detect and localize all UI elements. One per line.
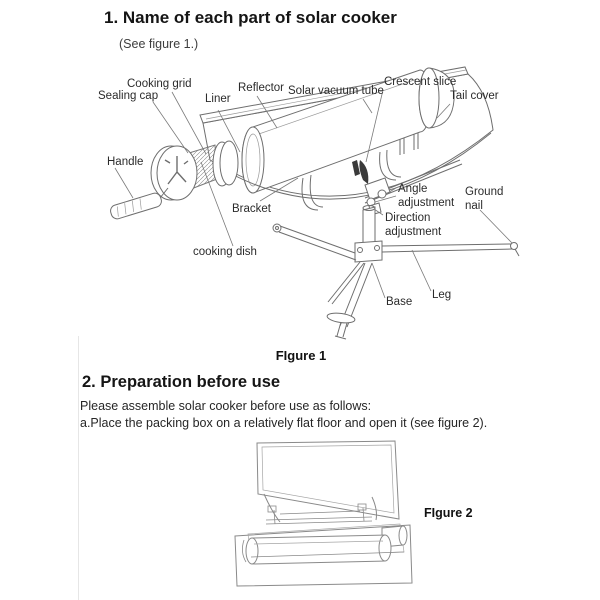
label-cooking-grid: Cooking grid (127, 78, 192, 90)
stand (272, 205, 520, 340)
label-crescent-slice: Crescent slice (384, 76, 457, 88)
label-solar-vacuum-tube: Solar vacuum tube (288, 85, 384, 97)
label-handle: Handle (107, 156, 144, 168)
label-bracket: Bracket (232, 203, 271, 215)
packing-box-line-art (234, 440, 413, 587)
figure2-caption: FIgure 2 (424, 506, 473, 520)
section1-heading: 1. Name of each part of solar cooker (104, 8, 397, 27)
label-leg: Leg (432, 289, 452, 301)
page-edge-rule (78, 336, 79, 600)
label-ground-nail-line2: nail (465, 199, 483, 212)
label-angle-adjustment-line1: Angle (398, 183, 428, 195)
section2-step-a: a.Place the packing box on a relatively … (80, 416, 488, 430)
box-front-rim (250, 551, 405, 558)
label-tail-cover: Tail cover (450, 90, 499, 102)
section2-heading: 2. Preparation before use (82, 373, 281, 391)
label-reflector: Reflector (238, 82, 285, 94)
label-ground-nail-line1: Ground (465, 186, 504, 198)
packed-tube (245, 525, 408, 565)
leader-lines (114, 89, 513, 299)
figure1-solar-cooker-diagram: Cooking grid Sealing cap Liner Reflector… (60, 60, 560, 360)
section2-intro: Please assemble solar cooker before use … (80, 399, 372, 413)
bracket-supports (301, 149, 402, 211)
label-angle-adjustment: Angle adjustment (398, 183, 454, 210)
label-sealing-cap: Sealing cap (98, 90, 159, 102)
section1-note: (See figure 1.) (119, 37, 199, 51)
trough-front-rim (211, 132, 492, 200)
crescent-slice-shape (352, 160, 369, 184)
label-cooking-dish: cooking dish (193, 246, 257, 258)
label-ground-nail: Ground nail (465, 186, 503, 213)
label-direction-adjustment-line2: adjustment (385, 225, 442, 238)
label-base: Base (386, 296, 413, 308)
figure1-caption: FIgure 1 (275, 348, 327, 363)
label-liner: Liner (205, 93, 231, 105)
cooking-dish-assembly (110, 140, 239, 220)
label-angle-adjustment-line2: adjustment (398, 196, 455, 209)
folded-stand-frame (265, 503, 373, 525)
label-direction-adjustment-line1: Direction (385, 212, 431, 224)
solar-cooker-line-art (110, 66, 520, 340)
figure2-packing-box-diagram (220, 440, 420, 600)
box-lid (256, 440, 400, 523)
tail-cover-shape (418, 67, 455, 129)
label-direction-adjustment: Direction adjustment (385, 212, 441, 239)
solar-vacuum-tube-shape (241, 69, 432, 194)
